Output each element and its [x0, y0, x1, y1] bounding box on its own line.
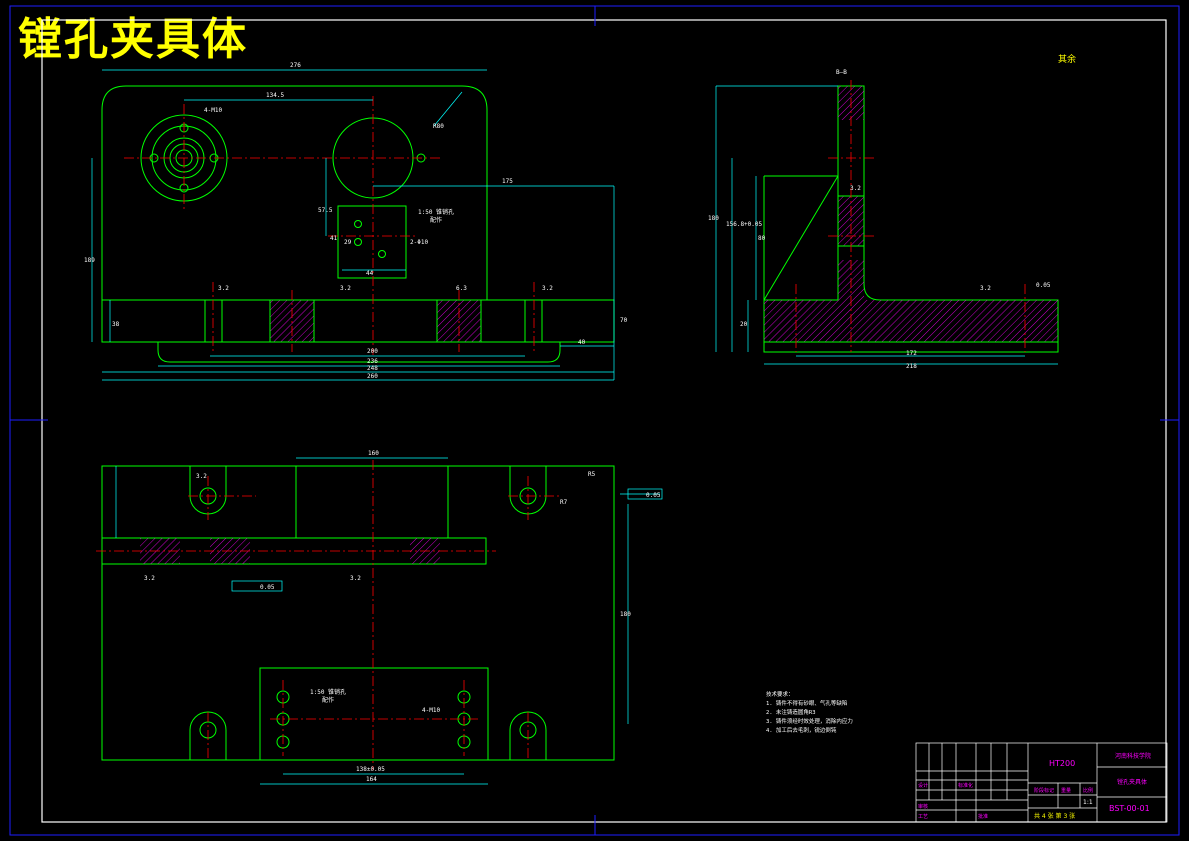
- dim-side-80: 80: [758, 235, 766, 242]
- title-block: [915, 742, 1168, 823]
- note-holes: 4-M10: [204, 107, 222, 114]
- rough-32-b: 3.2: [340, 285, 351, 292]
- title-scale-label: 比例: [1083, 787, 1093, 794]
- note-plan-pin-fit: 配作: [322, 696, 334, 704]
- title-standard: 标准化: [958, 782, 973, 789]
- dim-side-180: 180: [708, 215, 719, 222]
- dim-width-248: 248: [367, 365, 378, 372]
- section-view: [715, 80, 1059, 365]
- dim-z-57-5: 57.5: [318, 207, 333, 214]
- technical-requirements: 技术要求： 1. 铸件不得有砂眼、气孔等缺陷 2. 未注铸造圆角R3 3. 铸件…: [766, 691, 853, 736]
- dim-height-189: 189: [84, 257, 95, 264]
- dim-d-40: 40: [578, 339, 586, 346]
- dim-plan-180: 180: [620, 611, 631, 618]
- dim-top-width: 276: [290, 62, 301, 69]
- title-approve: 批准: [978, 813, 988, 820]
- dim-height-38: 38: [112, 321, 120, 328]
- front-view: [91, 69, 615, 381]
- dim-side-156: 156.8+0.05: [726, 221, 763, 228]
- title-review: 审核: [918, 803, 928, 810]
- drawing-frame: [9, 5, 1180, 836]
- title-part-name: 镗孔夹具体: [1117, 778, 1147, 786]
- tech-req-item: 4. 加工后去毛刺，锐边倒钝: [766, 728, 837, 734]
- title-stage-mark: 阶段标记: [1034, 787, 1054, 794]
- dim-z-41: 41: [330, 235, 338, 242]
- dim-width-236: 236: [367, 358, 378, 365]
- dim-side-20: 20: [740, 321, 748, 328]
- plan-view: [96, 457, 663, 785]
- rough-side: 3.2: [980, 285, 991, 292]
- note-pin-taper: 1:50 锥销孔: [418, 208, 454, 216]
- tech-req-item: 2. 未注铸造圆角R3: [766, 710, 816, 716]
- roughness-note: 其余: [1058, 53, 1076, 65]
- dim-r7: R7: [560, 499, 568, 506]
- dim-x-175: 175: [502, 178, 513, 185]
- title-company: 河南科技学院: [1115, 752, 1151, 760]
- title-drawing-no: BST-00-01: [1109, 804, 1150, 813]
- dim-width-200: 200: [367, 348, 378, 355]
- dim-side-172: 172: [906, 350, 917, 357]
- title-weight-label: 重量: [1061, 787, 1071, 794]
- tech-req-item: 3. 铸件须经时效处理，消除内应力: [766, 719, 853, 725]
- rough-32-c: 3.2: [542, 285, 553, 292]
- title-design: 设计: [918, 782, 928, 789]
- dim-z-44: 44: [366, 270, 374, 277]
- title-material: HT200: [1049, 759, 1075, 768]
- rough-plan-b: 3.2: [144, 575, 155, 582]
- section-label: B—B: [836, 69, 847, 76]
- rough-side-2: 3.2: [850, 185, 861, 192]
- note-pin: 2-Φ10: [410, 239, 428, 246]
- dim-hole-x: 134.5: [266, 92, 284, 99]
- note-plan-pin: 1:50 锥销孔: [310, 688, 346, 696]
- rough-plan-c: 3.2: [350, 575, 361, 582]
- title-sheet-info: 共 4 张 第 3 张: [1034, 812, 1075, 820]
- dim-r5: R5: [588, 471, 596, 478]
- title-scale: 1:1: [1083, 799, 1093, 806]
- dim-plan-164: 164: [366, 776, 377, 783]
- dim-side-218: 218: [906, 363, 917, 370]
- dim-angle-70: 70: [620, 317, 628, 324]
- drawing-title: 镗孔夹具体: [18, 14, 248, 65]
- rough-32-a: 3.2: [218, 285, 229, 292]
- note-plan-holes: 4-M10: [422, 707, 440, 714]
- title-process: 工艺: [918, 814, 928, 820]
- tech-req-heading: 技术要求：: [766, 692, 794, 698]
- dim-big-radius: R80: [433, 123, 444, 130]
- tech-req-item: 1. 铸件不得有砂眼、气孔等缺陷: [766, 701, 848, 707]
- rough-plan-a: 3.2: [196, 473, 207, 480]
- dim-plan-138: 138±0.05: [356, 766, 385, 773]
- dim-plan-160: 160: [368, 450, 379, 457]
- par-tolerance: 0.05: [1036, 282, 1051, 289]
- dim-z-29: 29: [344, 239, 352, 246]
- note-pin-fit: 配作: [430, 216, 442, 224]
- rough-63: 6.3: [456, 285, 467, 292]
- dim-width-260: 260: [367, 373, 378, 380]
- perp-tolerance: 0.05: [646, 492, 661, 499]
- par-tolerance-plan: 0.05: [260, 584, 275, 591]
